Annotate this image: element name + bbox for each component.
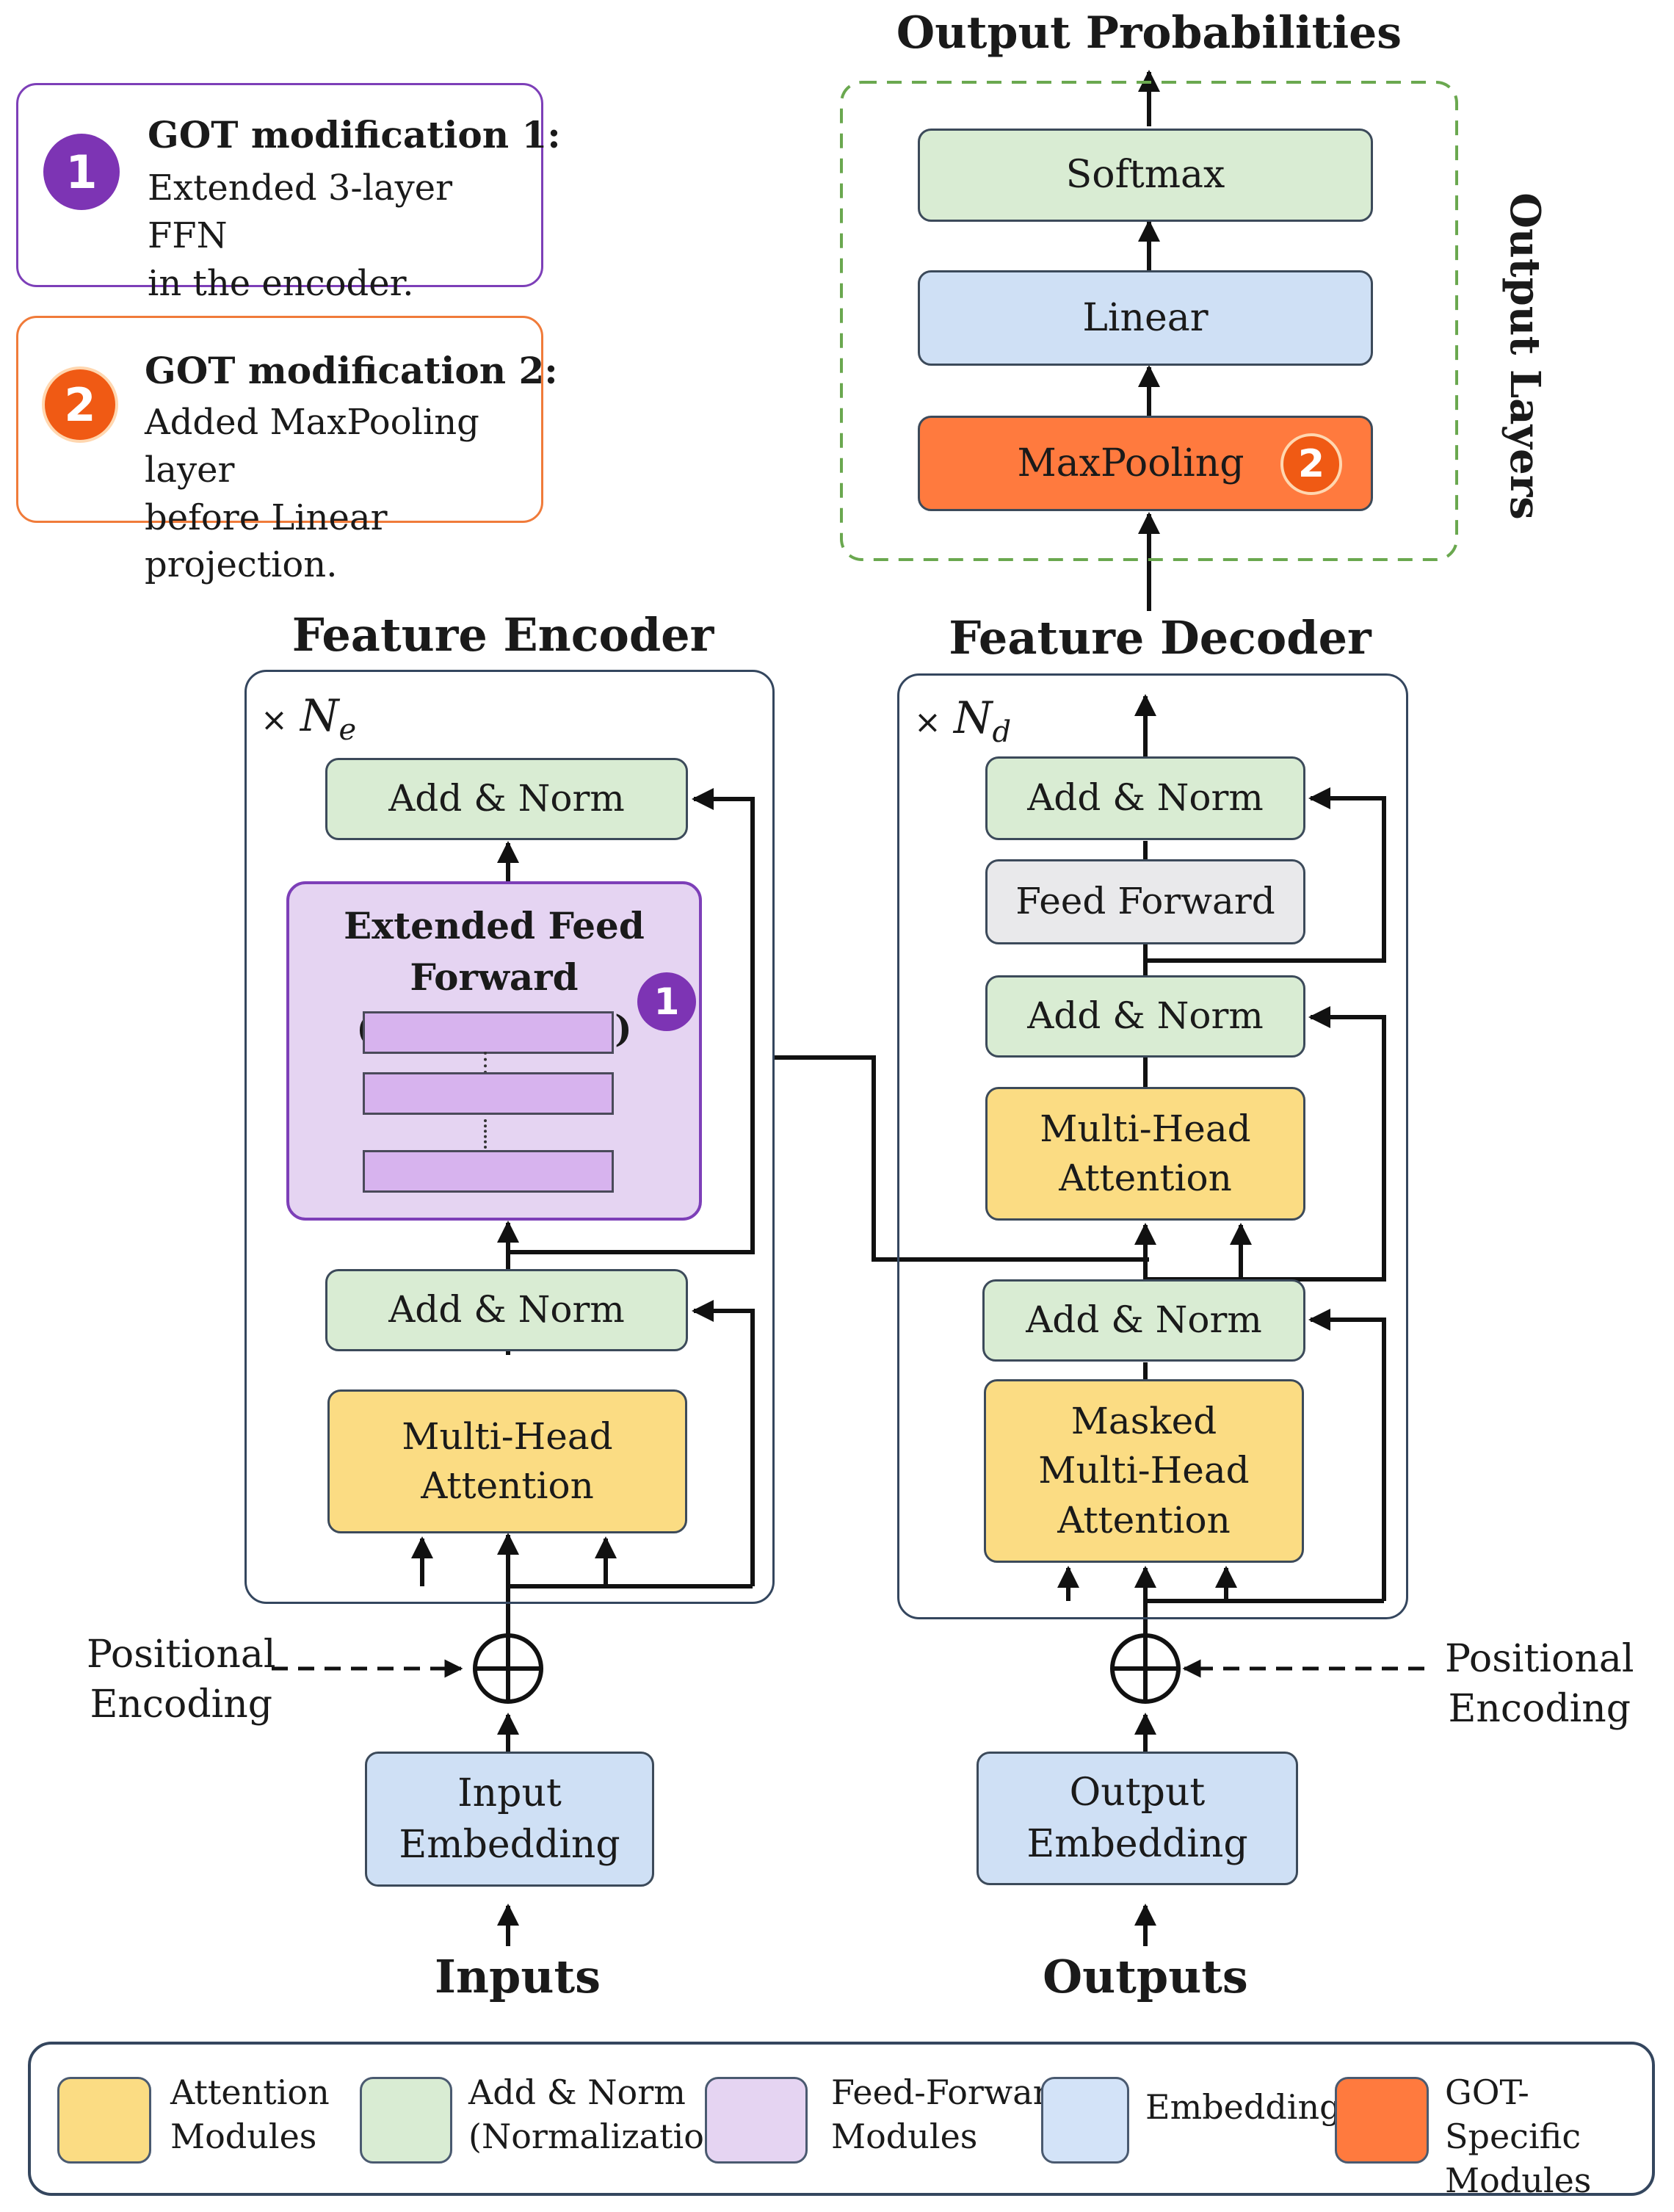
line-encoder-to-decoder [775,1055,1149,1262]
output-layers-group [840,81,1458,561]
encoder-title: Feature Encoder [291,608,714,662]
mod-title-1: GOT modification 1: [148,113,561,156]
decoder-repeat-var: N [954,693,993,744]
decoder-repeat-prefix: × [914,704,941,741]
decoder-masked-attention: Masked Multi-Head Attention [984,1379,1304,1563]
encoder-repeat-sub: e [338,712,357,747]
output-probabilities-title: Output Probabilities [896,7,1402,59]
legend: Attention Modules Add & Norm (Normalizat… [28,2042,1655,2200]
legend-swatch-attention [57,2077,151,2164]
encoder-repeat-var: N [300,690,339,742]
decoder-repeat-sub: d [992,715,1012,749]
legend-swatch-embeddings [1041,2077,1129,2164]
decoder-cross-attention: Multi-Head Attention [985,1087,1305,1221]
outputs-label: Outputs [1043,1950,1248,2003]
maxpooling-label: MaxPooling [1017,441,1244,485]
legend-swatch-feed-forward [705,2077,808,2164]
input-embedding-block: Input Embedding [365,1752,654,1887]
ffn-dots-2 [484,1119,488,1149]
legend-text-got-specific: GOT-Specific Modules [1445,2072,1592,2200]
legend-text-attention: Attention Modules [170,2072,330,2156]
decoder-feed-forward: Feed Forward [985,859,1305,944]
output-layers-label: Output Layers [1492,192,1558,519]
encoder-add-norm-top: Add & Norm [325,758,688,840]
legend-swatch-got-specific [1335,2077,1429,2164]
mod-text-1: Extended 3-layer FFN in the encoder. [148,167,453,304]
extended-ffn-block: Extended Feed Forward (3-layer FFN) 1 [286,881,702,1221]
mod-card-1: 1 GOT modification 1: Extended 3-layer F… [16,83,561,304]
legend-text-embeddings: Embeddings [1145,2087,1359,2127]
decoder-add-norm-2: Add & Norm [985,975,1305,1058]
encoder-repeat-label: × Ne [261,690,356,747]
linear-block: Linear [918,270,1373,366]
mod-title-2: GOT modification 2: [145,349,558,392]
mod-text-2: Added MaxPooling layer before Linear pro… [145,402,479,586]
arrow-dec-residual-1 [1308,1309,1386,1601]
maxpooling-badge: 2 [1280,433,1342,495]
mod-badge-1: 1 [43,134,120,210]
output-embedding-block: Output Embedding [976,1752,1298,1885]
inputs-label: Inputs [434,1950,601,2003]
decoder-frame [897,673,1408,1619]
decoder-add-norm-1: Add & Norm [985,756,1305,840]
softmax-block: Softmax [918,129,1373,222]
legend-text-add-norm: Add & Norm (Normalization) [468,2072,739,2156]
encoder-add-norm-bottom: Add & Norm [325,1269,688,1351]
arrow-enc-residual-2 [508,788,755,1254]
ffn-layer-1 [363,1011,614,1054]
encoder-frame [244,670,775,1604]
ffn-layer-2 [363,1072,614,1115]
ffn-layer-3 [363,1150,614,1193]
legend-text-feed-forward: Feed-Forward Modules [831,2072,1071,2156]
decoder-title: Feature Decoder [949,611,1372,665]
encoder-multi-head-attention: Multi-Head Attention [327,1389,687,1533]
extended-ffn-badge: 1 [637,972,696,1031]
decoder-positional-encoding-label: Positional Encoding [1445,1637,1634,1731]
mod-card-2: 2 GOT modification 2: Added MaxPooling l… [16,316,558,585]
encoder-repeat-prefix: × [261,701,288,739]
arrow-dec-residual-3 [1145,787,1386,963]
ffn-dots-1 [484,1052,488,1074]
decoder-repeat-label: × Nd [914,693,1011,749]
decoder-add-norm-3: Add & Norm [982,1279,1305,1362]
output-layers-text: Output Layers [1501,192,1549,520]
legend-swatch-add-norm [360,2077,452,2164]
arrow-enc-residual-1 [692,1300,755,1586]
encoder-positional-encoding-label: Positional Encoding [87,1633,276,1727]
mod-badge-2: 2 [42,366,118,443]
